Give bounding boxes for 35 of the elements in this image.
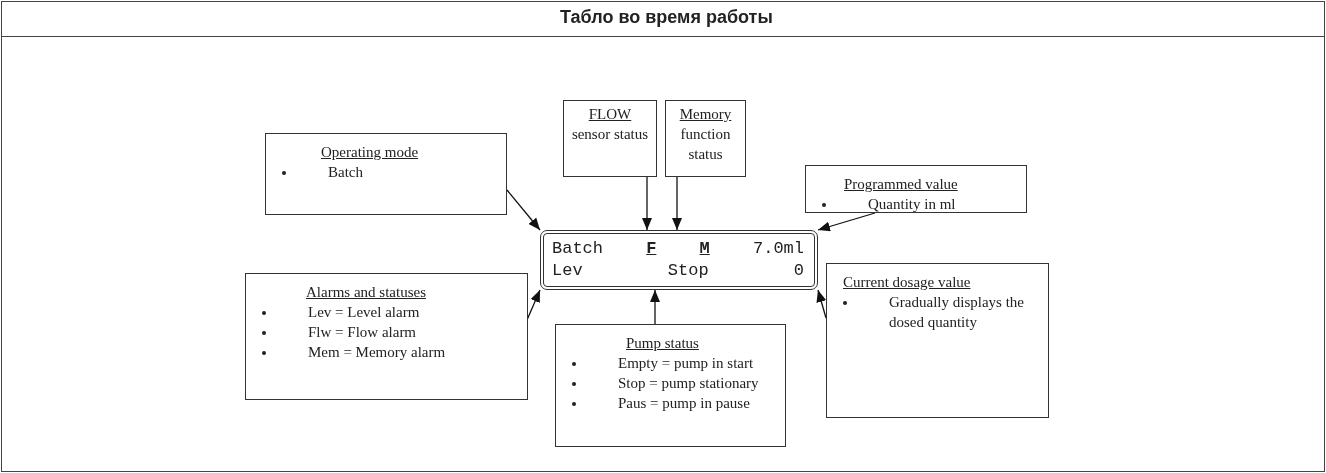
- bullet-item: Empty = pump in start: [618, 354, 754, 373]
- bullet-item: Mem = Memory alarm: [308, 343, 446, 362]
- callout-box: [665, 100, 746, 177]
- bullet-item: Stop = pump stationary: [618, 374, 760, 393]
- callout-box: [555, 324, 786, 447]
- bullet-item: Batch: [328, 163, 363, 182]
- callout-heading: Memory: [678, 105, 733, 124]
- callout-heading: FLOW: [587, 105, 633, 124]
- lcd-display: [540, 230, 818, 290]
- bullet-item: Gradually displays the dosed quantity: [889, 293, 1025, 332]
- arrow: [642, 176, 652, 231]
- bullet-item: Quantity in ml: [868, 195, 956, 214]
- callout-box: [826, 263, 1049, 418]
- arrow: [672, 176, 682, 231]
- bullet-item: Lev = Level alarm: [308, 303, 420, 322]
- arrow: [816, 289, 827, 319]
- callout-heading: Alarms and statuses: [306, 283, 426, 302]
- callout-text: sensor status: [571, 125, 649, 144]
- title: Табло во время работы: [560, 7, 773, 28]
- callout-box: [265, 133, 507, 215]
- arrow: [506, 189, 541, 231]
- callout-box: [245, 273, 528, 400]
- bullet-item: Paus = pump in pause: [618, 394, 750, 413]
- callout-box: [563, 100, 657, 177]
- callout-text: function status: [679, 125, 732, 164]
- callout-heading: Pump status: [626, 334, 699, 353]
- callout-heading: Programmed value: [844, 175, 958, 194]
- arrow: [650, 289, 660, 325]
- callout-heading: Current dosage value: [843, 273, 971, 292]
- callout-box: [805, 165, 1027, 213]
- callout-heading: Operating mode: [321, 143, 419, 162]
- bullet-item: Flw = Flow alarm: [308, 323, 417, 342]
- arrow: [817, 212, 876, 232]
- display-text: Lev Stop 0: [552, 261, 804, 281]
- display-text: Batch F M 7.0ml: [552, 239, 804, 259]
